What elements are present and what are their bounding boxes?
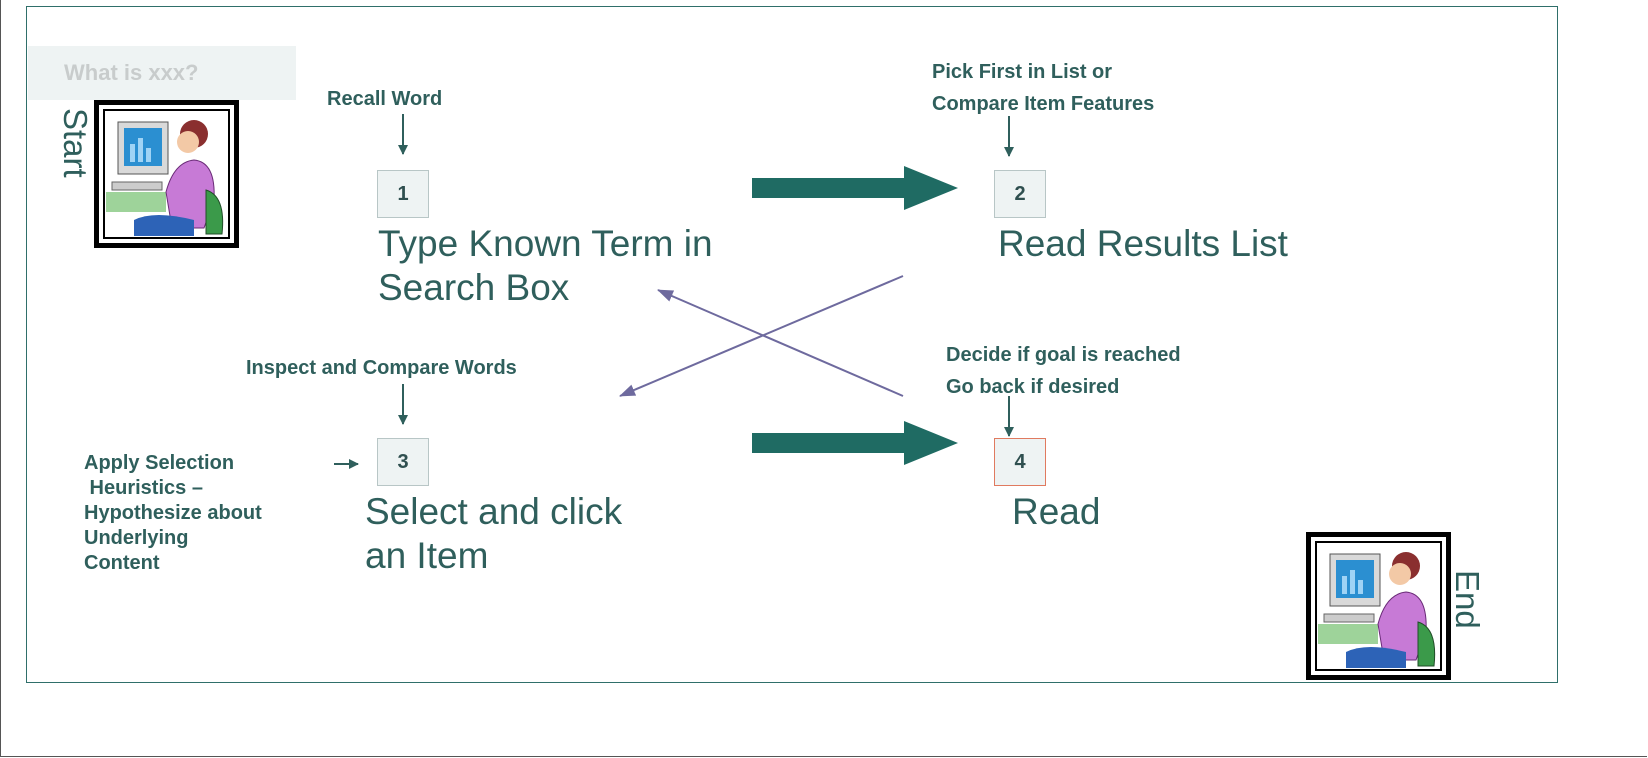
note-decide-goal: Decide if goal is reached bbox=[946, 344, 1181, 366]
question-callout: What is xxx? bbox=[28, 46, 296, 100]
step-2-box: 2 bbox=[994, 170, 1046, 218]
note-go-back: Go back if desired bbox=[946, 376, 1120, 398]
note-compare-features: Compare Item Features bbox=[932, 93, 1155, 115]
step-2-title: Read Results List bbox=[998, 223, 1288, 264]
block-arrow-step1-to-step2 bbox=[752, 166, 958, 210]
note-apply-2: Heuristics – bbox=[84, 477, 203, 499]
diagram-frame bbox=[26, 6, 1558, 683]
arrow-step2-to-step3 bbox=[619, 275, 904, 397]
person-at-computer-icon bbox=[94, 100, 239, 248]
step-1-title-line2: Search Box bbox=[378, 267, 570, 308]
note-apply-1: Apply Selection bbox=[84, 452, 235, 474]
step-3-title-line2: an Item bbox=[365, 535, 489, 576]
step-1-title-line1: Type Known Term in bbox=[378, 223, 713, 264]
person-at-computer-icon bbox=[1306, 532, 1451, 680]
note-apply-3: Hypothesize about bbox=[84, 502, 262, 524]
arrow-step4-to-step1 bbox=[657, 289, 904, 397]
step-4-title: Read bbox=[1012, 491, 1101, 532]
note-apply-4: Underlying bbox=[84, 527, 189, 549]
note-recall-word: Recall Word bbox=[327, 88, 443, 110]
step-3-box: 3 bbox=[377, 438, 429, 486]
step-4-box: 4 bbox=[994, 438, 1046, 486]
block-arrow-step3-to-step4 bbox=[752, 421, 958, 465]
step-3-title-line1: Select and click bbox=[365, 491, 623, 532]
note-apply-5: Content bbox=[84, 552, 160, 574]
note-inspect-compare: Inspect and Compare Words bbox=[246, 357, 517, 379]
step-1-box: 1 bbox=[377, 170, 429, 218]
note-pick-first: Pick First in List or bbox=[932, 61, 1113, 83]
